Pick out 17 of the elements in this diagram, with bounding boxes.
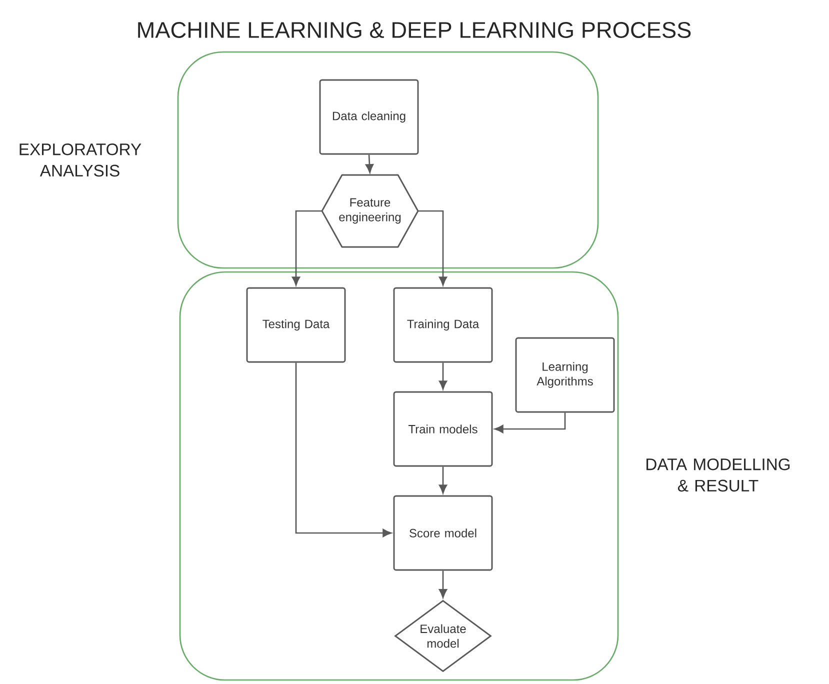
arrow bbox=[365, 154, 374, 174]
region-heading: EXPLORATORY ANALYSIS bbox=[20, 143, 142, 177]
process-box: Data cleaning bbox=[319, 79, 419, 155]
arrow bbox=[438, 570, 448, 598]
process-box: Score model bbox=[393, 495, 493, 571]
arrow bbox=[295, 362, 392, 538]
arrow bbox=[438, 466, 448, 494]
process-box: Training Data bbox=[393, 287, 493, 363]
process-box: Testing Data bbox=[246, 287, 346, 363]
process-box: Train models bbox=[393, 391, 493, 467]
arrow bbox=[494, 412, 566, 434]
arrow bbox=[418, 210, 448, 286]
arrow bbox=[438, 362, 448, 390]
title: MACHINE LEARNING & DEEP LEARNING PROCESS bbox=[138, 22, 691, 38]
region-heading: DATA MODELLING & RESULT bbox=[646, 458, 790, 492]
arrow bbox=[292, 210, 322, 286]
process-box: Learning Algorithms bbox=[515, 337, 615, 413]
